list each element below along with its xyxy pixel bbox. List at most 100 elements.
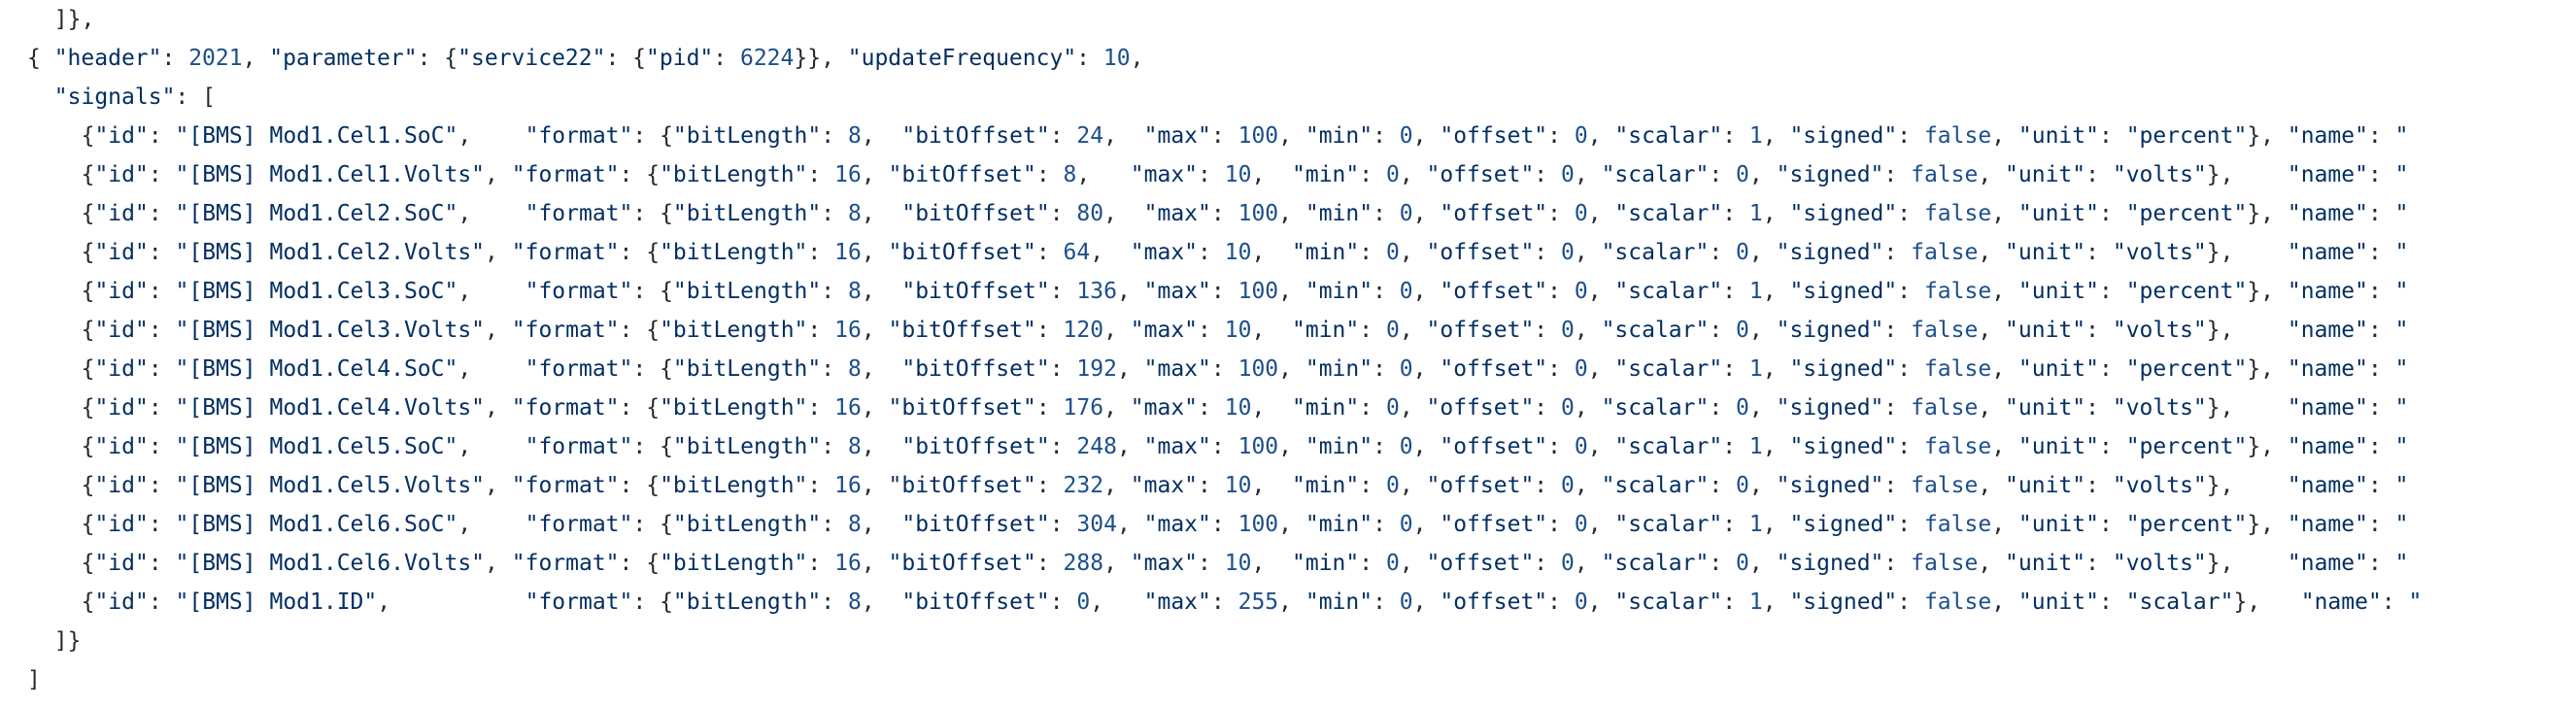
- code-token: ,: [458, 279, 525, 304]
- code-token: : {: [632, 123, 673, 149]
- code-token: 0: [1561, 395, 1575, 421]
- code-token: ,: [1412, 123, 1441, 149]
- code-token: "signed": [1776, 473, 1884, 498]
- code-token: },: [2247, 356, 2288, 382]
- code-token: ,: [861, 240, 889, 265]
- code-token: },: [2247, 434, 2288, 459]
- code-token: 0: [1561, 240, 1575, 265]
- code-token: 176: [1063, 395, 1104, 421]
- code-token: "[BMS] Mod1.Cel1.Volts": [175, 162, 486, 187]
- code-token: 0: [1385, 395, 1400, 421]
- code-token: 10: [1102, 46, 1131, 71]
- code-token: ,: [1574, 551, 1602, 576]
- code-token: "percent": [2125, 512, 2248, 537]
- code-line: {"id": "[BMS] Mod1.Cel2.SoC", "format": …: [82, 194, 2409, 233]
- code-token: "scalar": [1614, 279, 1723, 304]
- code-token: "id": [94, 318, 149, 343]
- code-token: ,: [1991, 434, 2018, 459]
- code-token: "[BMS] Mod1.Cel2.Volts": [175, 240, 486, 265]
- code-token: :: [148, 551, 176, 576]
- code-token: :: [807, 162, 835, 187]
- code-token: "max": [1130, 318, 1199, 343]
- code-token: "percent": [2125, 123, 2248, 149]
- code-token: ,: [1090, 589, 1144, 615]
- code-token: : {: [619, 551, 661, 576]
- code-token: :: [2367, 473, 2395, 498]
- code-token: ,: [377, 589, 525, 615]
- code-token: "max": [1143, 123, 1211, 149]
- code-token: :: [1049, 279, 1077, 304]
- code-token: "min": [1305, 356, 1373, 382]
- code-token: ,: [1574, 240, 1602, 265]
- code-token: ,: [1991, 123, 2018, 149]
- code-token: ": [2394, 395, 2409, 421]
- code-line: { "header": 2021, "parameter": {"service…: [27, 39, 1143, 78]
- code-token: "scalar": [2125, 589, 2234, 615]
- code-line: {"id": "[BMS] Mod1.Cel1.SoC", "format": …: [82, 117, 2409, 155]
- code-line: ]}: [54, 622, 82, 660]
- code-token: "max": [1143, 589, 1211, 615]
- code-token: "offset": [1426, 395, 1535, 421]
- code-token: ": [2394, 551, 2409, 576]
- code-token: "min": [1292, 473, 1360, 498]
- code-token: :: [1722, 356, 1749, 382]
- code-token: ,: [1103, 551, 1131, 576]
- code-token: :: [148, 512, 176, 537]
- code-token: "format": [525, 279, 633, 304]
- code-token: "updateFrequency": [847, 46, 1077, 71]
- code-token: "scalar": [1601, 551, 1710, 576]
- code-token: :: [2367, 123, 2395, 149]
- code-token: :: [1049, 123, 1077, 149]
- code-token: :: [1547, 512, 1575, 537]
- code-token: :: [1897, 589, 1924, 615]
- code-token: ": [2394, 162, 2409, 187]
- code-token: 0: [1399, 279, 1413, 304]
- code-token: "min": [1292, 162, 1360, 187]
- code-token: "name": [2287, 162, 2368, 187]
- code-token: 1: [1748, 356, 1763, 382]
- code-token: ,: [1587, 512, 1615, 537]
- code-token: "id": [94, 434, 149, 459]
- code-token: "name": [2287, 512, 2368, 537]
- code-token: :: [1547, 123, 1575, 149]
- code-token: {: [81, 395, 95, 421]
- code-token: {: [81, 201, 95, 226]
- code-token: {: [81, 123, 95, 149]
- code-token: ,: [1251, 395, 1292, 421]
- code-token: "name": [2287, 551, 2368, 576]
- code-token: ,: [458, 201, 525, 226]
- code-token: :: [1897, 434, 1924, 459]
- code-token: 0: [1561, 473, 1575, 498]
- code-token: "id": [94, 201, 149, 226]
- code-token: :: [148, 473, 176, 498]
- code-token: :: [1897, 201, 1924, 226]
- code-token: ,: [861, 434, 902, 459]
- code-token: "min": [1305, 201, 1373, 226]
- code-token: ,: [1251, 162, 1292, 187]
- code-token: : {: [632, 434, 673, 459]
- code-line: {"id": "[BMS] Mod1.Cel4.Volts", "format"…: [82, 388, 2409, 427]
- code-token: "format": [511, 551, 620, 576]
- code-token: :: [1722, 123, 1749, 149]
- code-token: ,: [861, 512, 902, 537]
- code-token: 0: [1574, 356, 1588, 382]
- code-token: false: [1911, 318, 1979, 343]
- code-token: ": [2394, 512, 2409, 537]
- code-token: 1: [1748, 123, 1763, 149]
- code-token: :: [1035, 473, 1064, 498]
- code-token: ,: [1991, 356, 2018, 382]
- code-token: 0: [1385, 318, 1400, 343]
- code-token: ,: [1762, 201, 1790, 226]
- code-token: 100: [1237, 434, 1279, 459]
- code-token: },: [2247, 123, 2288, 149]
- code-token: "format": [525, 123, 633, 149]
- code-token: :: [821, 512, 848, 537]
- code-token: "[BMS] Mod1.Cel3.Volts": [175, 318, 486, 343]
- code-token: : {: [619, 395, 661, 421]
- code-line: {"id": "[BMS] Mod1.Cel5.Volts", "format"…: [82, 466, 2409, 505]
- code-token: :: [1547, 201, 1575, 226]
- code-token: ,: [485, 318, 512, 343]
- code-token: :: [2098, 279, 2126, 304]
- code-token: :: [148, 589, 176, 615]
- code-token: : [: [175, 84, 216, 110]
